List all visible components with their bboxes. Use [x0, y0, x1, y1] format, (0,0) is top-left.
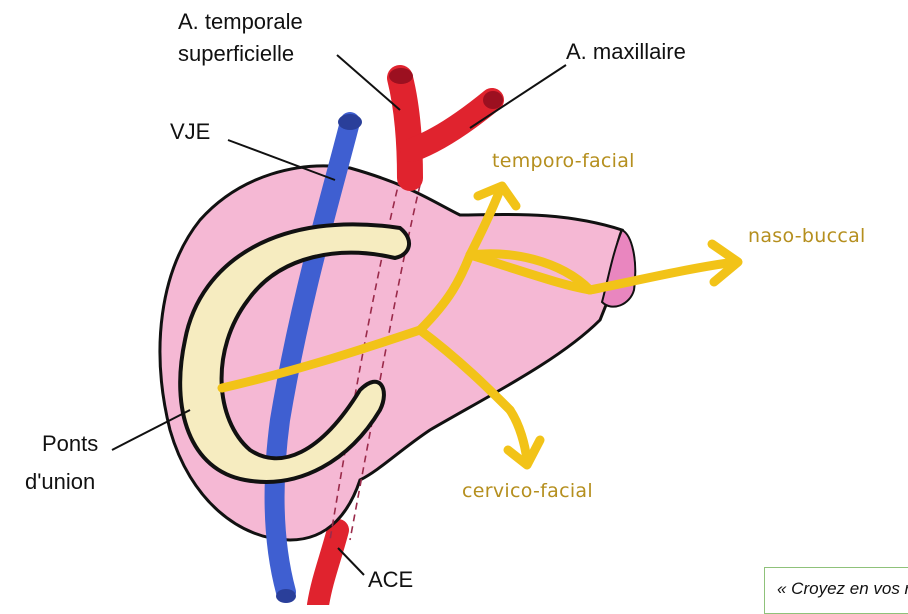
quote-box: « Croyez en vos rêves et ils: [764, 567, 908, 614]
label-cervico-facial: cervico-facial: [462, 480, 593, 502]
label-maxillaire: A. maxillaire: [566, 38, 686, 66]
maxillary-artery: [412, 100, 492, 150]
label-naso-buccal: naso-buccal: [748, 225, 866, 247]
label-ponts-line2: d'union: [25, 468, 95, 496]
label-temporo-facial: temporo-facial: [492, 150, 635, 172]
label-ace: ACE: [368, 566, 413, 594]
label-vje: VJE: [170, 118, 210, 146]
label-ponts-line1: Ponts: [42, 430, 98, 458]
maxillary-artery-cap: [483, 91, 503, 109]
label-temporale-line2: superficielle: [178, 40, 294, 68]
temporal-artery-cap: [389, 68, 413, 84]
vein-bottom-cap: [276, 589, 296, 603]
external-carotid-artery-lower: [318, 530, 338, 605]
superficial-temporal-artery: [400, 78, 410, 178]
label-temporale-line1: A. temporale: [178, 8, 303, 36]
quote-text: « Croyez en vos rêves et ils: [777, 579, 908, 599]
leader-ace: [338, 548, 364, 575]
vein-top-cap: [338, 114, 362, 130]
